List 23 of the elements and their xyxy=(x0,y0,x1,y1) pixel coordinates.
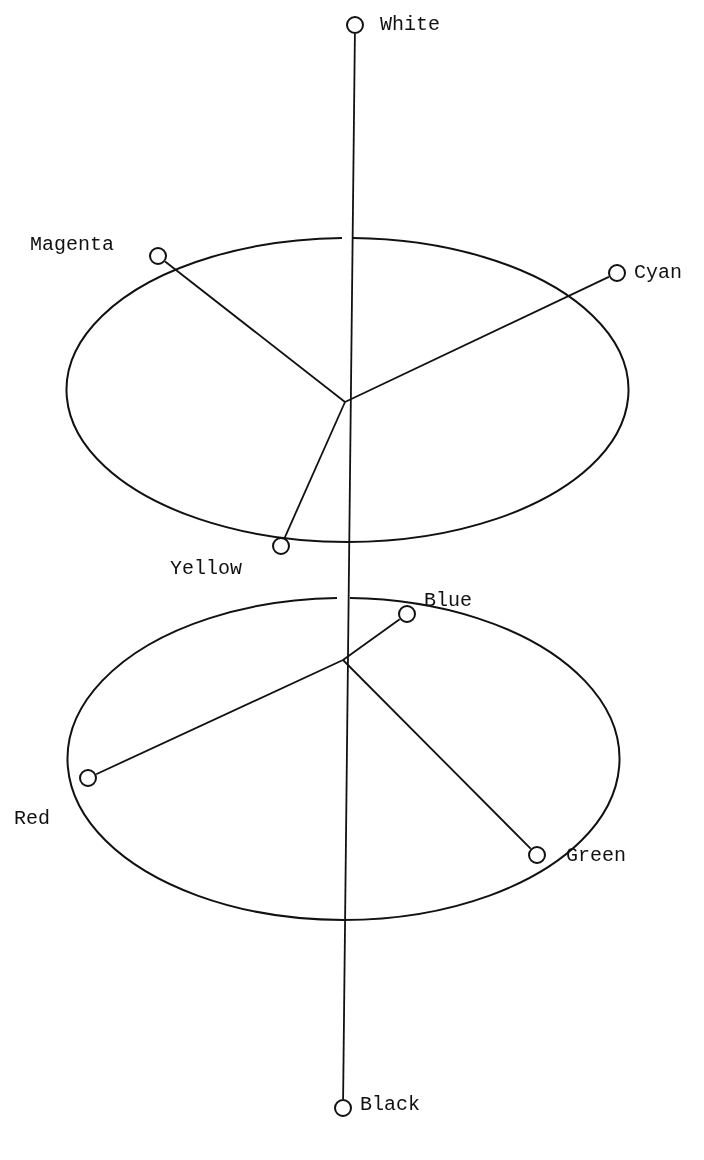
color-label: Magenta xyxy=(30,234,114,256)
spoke-line xyxy=(342,659,532,850)
color-label: Black xyxy=(360,1094,420,1116)
color-point-circle xyxy=(79,769,97,787)
color-label: Red xyxy=(14,808,50,830)
spoke-line xyxy=(283,401,346,539)
spoke-line xyxy=(164,260,346,403)
color-label: Cyan xyxy=(634,262,682,284)
color-label: Yellow xyxy=(170,558,242,580)
color-point-circle xyxy=(528,846,546,864)
color-label: Blue xyxy=(424,590,472,612)
color-point-circle xyxy=(272,537,290,555)
spoke-line xyxy=(95,659,344,776)
color-point-circle xyxy=(149,247,167,265)
spoke-line xyxy=(344,275,610,403)
axis-line xyxy=(342,33,356,1100)
color-label: Green xyxy=(566,845,626,867)
color-label: White xyxy=(380,14,440,36)
color-point-circle xyxy=(346,16,364,34)
color-point-circle xyxy=(334,1099,352,1117)
color-point-circle xyxy=(608,264,626,282)
color-point-circle xyxy=(398,605,416,623)
spoke-line xyxy=(342,618,401,661)
